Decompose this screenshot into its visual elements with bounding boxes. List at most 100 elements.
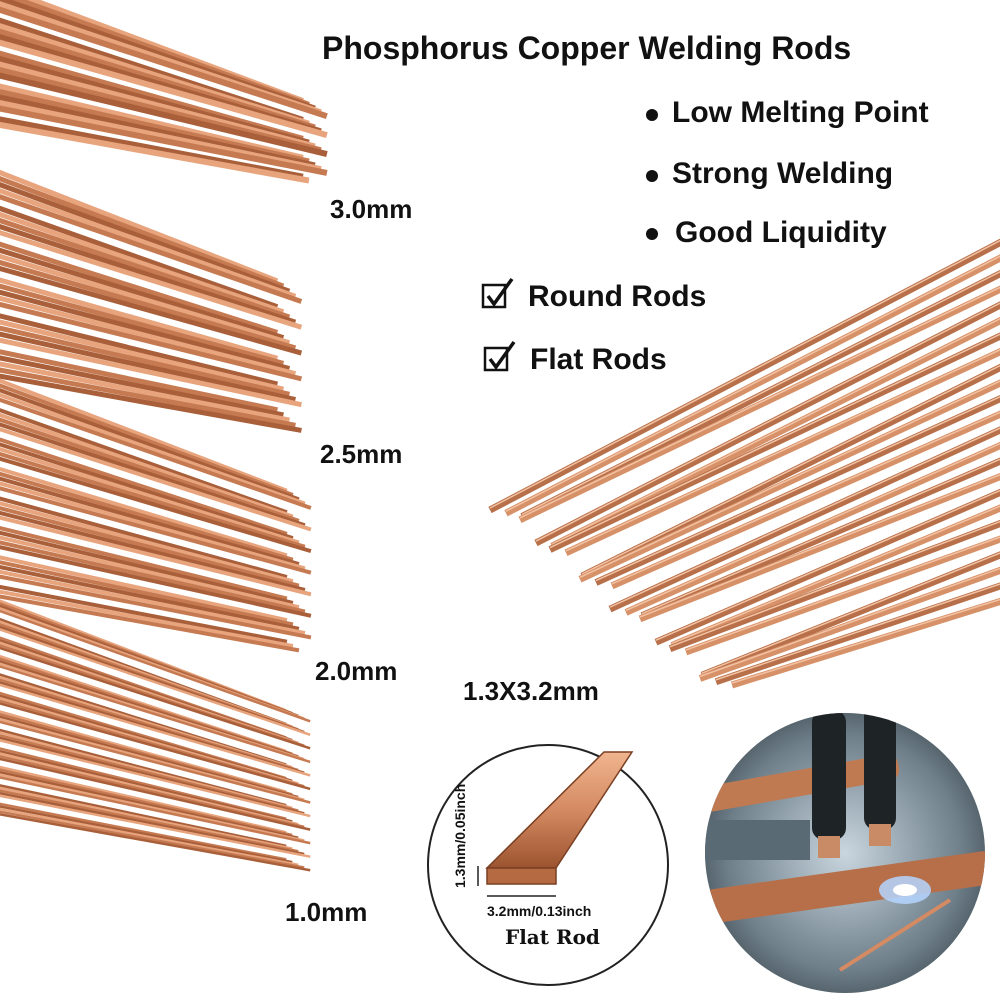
round-rod [0,467,288,558]
round-rod-bundles [0,0,328,872]
bullet-icon [646,170,658,182]
round-rod [0,728,287,807]
checkbox-icon [481,277,514,309]
diagram-thickness-label: 1.3mm/0.05inch [452,783,468,888]
round-rod [0,408,288,515]
flat-rod-highlight [549,333,1000,549]
round-rod [0,718,305,802]
round-rod [0,739,311,818]
flat-rod [520,269,1000,520]
round-rod [0,39,328,138]
flat-rod [700,551,1000,679]
round-rod [0,530,294,605]
round-rod [0,331,296,402]
flat-rod [504,254,1000,517]
round-rod [0,188,297,299]
round-rod [0,388,300,502]
round-rod [0,731,293,810]
round-rod [0,378,288,493]
option-round-rods: Round Rods [528,280,707,313]
round-rod [0,412,294,519]
round-rod [0,501,294,584]
round-rod [0,515,312,597]
round-rod [0,451,306,549]
flat-rod-highlight [641,458,1000,615]
flat-rod [684,535,1000,656]
round-rod [0,747,287,820]
flat-rod [638,472,1000,623]
round-rod [0,784,287,848]
round-rod [0,265,303,356]
round-rod [0,105,328,176]
flat-rod [640,457,1000,619]
round-rod [0,471,294,562]
flat-rod-highlight [595,395,1000,582]
flat-rod [624,441,1000,616]
flat-rod-highlight [685,536,1000,651]
flat-rod-highlight [669,520,1000,648]
option-flat-rods: Flat Rods [530,343,667,376]
round-rod [0,94,316,169]
round-rod [0,712,293,796]
round-rod [0,355,284,418]
flat-rod [564,348,1000,557]
feature-low-melting-point: Low Melting Point [672,96,929,129]
round-rod [0,194,303,304]
round-rod [0,259,297,351]
round-rod [0,169,279,284]
round-rod [0,765,287,834]
flat-rod [654,488,1000,646]
round-rod [0,525,288,601]
flat-rod-highlight [701,552,1000,674]
round-rod [0,175,285,289]
round-rod [0,560,294,627]
round-rod [0,807,299,867]
round-rod [0,230,303,330]
round-rod [0,367,296,428]
flat-rod-highlight [639,473,1000,618]
flat-rod [580,363,1000,580]
checkbox-icon [483,340,516,372]
flat-rod [698,566,1000,682]
round-rod [0,555,288,623]
round-rod [0,733,299,812]
flat-rod-bundle [488,238,1000,689]
round-rod [0,422,306,528]
flat-rod [668,519,1000,652]
round-rod [0,770,299,839]
flat-rod-highlight [535,302,1000,542]
round-rod [0,247,285,341]
round-rod [0,749,293,823]
round-rod [0,710,287,793]
round-rod [0,609,311,723]
round-rod [0,584,288,644]
feature-good-liquidity: Good Liquidity [675,216,887,249]
flat-rod [714,582,1000,686]
round-rod [0,337,302,408]
round-rod [0,253,291,346]
feature-bullets [646,109,658,240]
diagram-caption: Flat Rod [505,925,600,949]
flat-rod-highlight [505,255,1000,512]
round-rod [0,476,300,566]
feature-strong-welding: Strong Welding [672,157,894,190]
flat-rod-highlight [731,598,1000,684]
round-rod [0,589,294,649]
round-rod [0,486,312,575]
round-rod [0,757,311,831]
flat-rod-highlight [625,442,1000,612]
flat-rod-highlight [671,505,1000,645]
round-rod [0,361,290,423]
round-rod [0,182,291,294]
round-rod [0,205,279,310]
welding-photo [705,713,985,993]
round-rod [0,383,294,497]
flat-rod [608,426,1000,613]
round-rod [0,813,311,872]
round-rod [0,535,300,610]
round-rod [0,373,302,433]
round-rod [0,752,299,826]
round-rod [0,792,305,856]
flat-rod [550,316,1000,550]
flat-rod-highlight [489,239,1000,509]
